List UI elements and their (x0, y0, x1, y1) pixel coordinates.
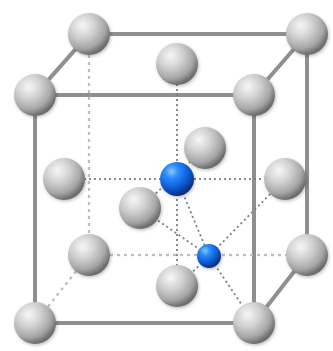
interstitial-atoms (160, 162, 221, 268)
host-atom-back-face-center (184, 127, 226, 169)
interstitial-atom-tetrahedral (197, 244, 221, 268)
host-atom-back-top-right (286, 13, 328, 55)
host-atom-front-bottom-left (14, 302, 56, 344)
host-atom-top-face-center (156, 43, 198, 85)
tetrahedral-guide-1 (176, 178, 210, 257)
interstitial-atom-octahedral (160, 162, 194, 196)
host-atom-bottom-face-center (156, 265, 198, 307)
host-atom-front-top-right (233, 74, 275, 116)
host-atom-right-face-center (264, 158, 306, 200)
host-atom-front-bottom-right (233, 302, 275, 344)
tetrahedral-guide-3 (208, 255, 255, 324)
host-atom-back-bottom-left (68, 234, 110, 276)
host-atom-back-top-left (68, 13, 110, 55)
host-atom-back-bottom-right (286, 234, 328, 276)
host-atom-left-face-center (43, 158, 85, 200)
host-atoms (14, 13, 328, 344)
host-atom-front-top-left (14, 74, 56, 116)
host-atom-front-face-center (119, 187, 161, 229)
